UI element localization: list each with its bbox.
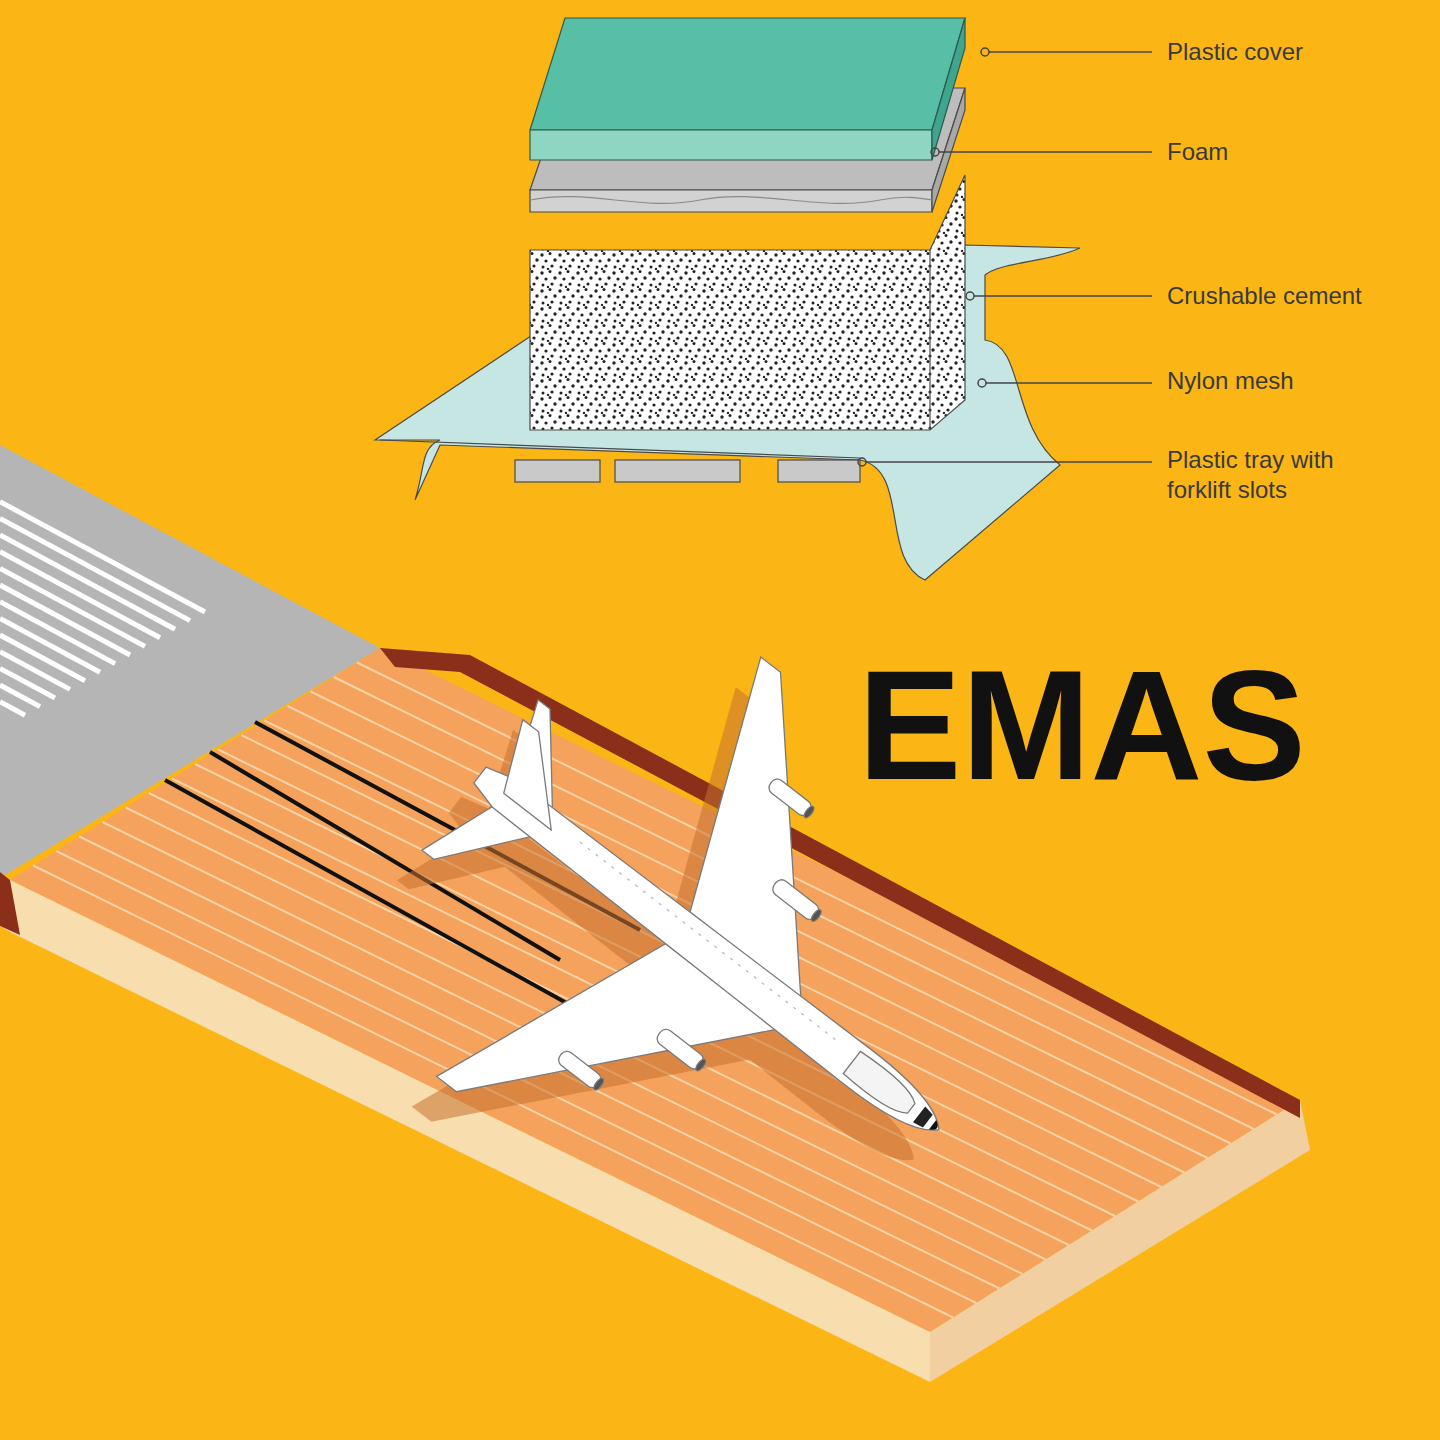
wing [437, 883, 777, 1224]
part-label: Plastic tray with forklift slots [1167, 445, 1387, 505]
upper-deck [843, 1051, 921, 1121]
nose-cone [929, 1120, 941, 1133]
threshold-stripe [0, 602, 115, 664]
leader-line [939, 151, 1152, 153]
threshold-stripe [0, 552, 160, 638]
arrestor-bed-edge [0, 872, 20, 935]
threshold-stripe [0, 702, 25, 715]
part-label: Plastic cover [1167, 37, 1407, 67]
leader-line [866, 461, 1152, 463]
runway-scene [0, 445, 1310, 1382]
leader-line [989, 51, 1152, 53]
arrestor-bed-end [930, 1100, 1310, 1382]
title: EMAS [858, 648, 1306, 803]
vertical-fin [480, 720, 594, 830]
part-label: Crushable cement [1167, 281, 1417, 311]
part-label: Nylon mesh [1167, 366, 1407, 396]
threshold-stripe [0, 568, 145, 646]
threshold-stripe [0, 652, 70, 690]
threshold-markings [0, 502, 205, 716]
plastic-tray [380, 440, 860, 458]
leader-line [974, 295, 1152, 297]
emas-block-exploded [375, 18, 1080, 580]
crushable-cement [530, 175, 965, 430]
bed-groove [172, 779, 1092, 1231]
cockpit-window [913, 1106, 934, 1129]
plastic-cover [530, 18, 965, 160]
window-row [580, 842, 841, 1044]
leader-line [986, 382, 1152, 384]
part-label: Foam [1167, 137, 1407, 167]
leader-dot [931, 148, 939, 156]
leader-dot [978, 379, 986, 387]
leader-dot [858, 458, 866, 466]
block-edge [929, 250, 930, 430]
bed-groove [79, 837, 999, 1289]
leader-lines [858, 48, 1152, 466]
leader-dot [981, 48, 989, 56]
threshold-stripe [0, 668, 55, 698]
tray-slots [515, 460, 860, 482]
threshold-stripe [0, 502, 205, 612]
leader-dot [966, 292, 974, 300]
